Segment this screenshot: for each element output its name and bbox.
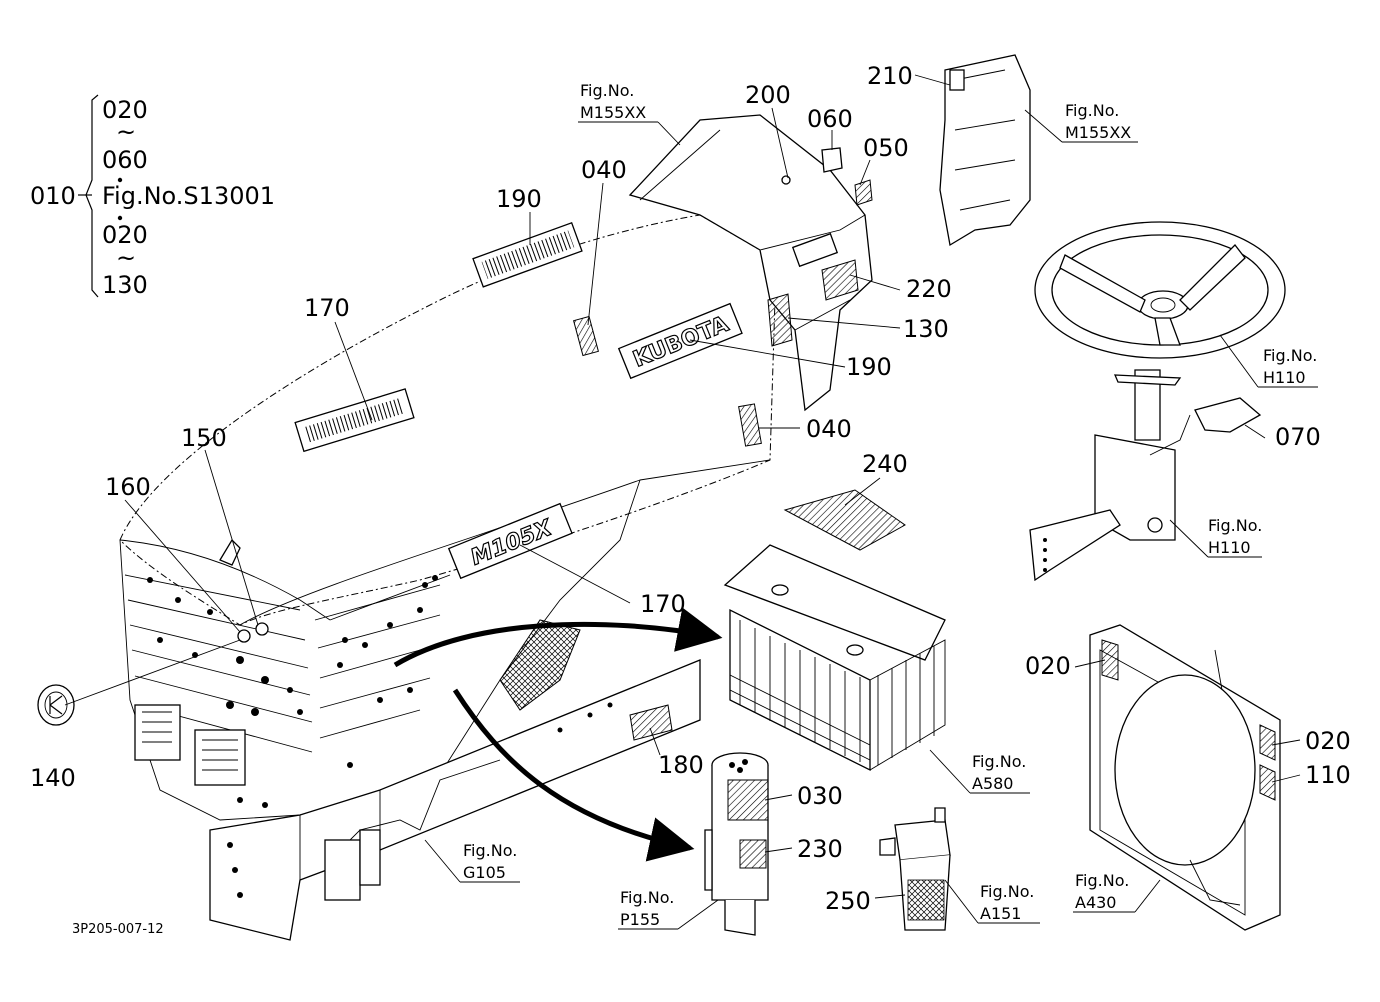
callout-050: 050 (863, 134, 909, 162)
callout-130: 130 (903, 315, 949, 343)
callout-220: 220 (906, 275, 952, 303)
callout-170-top: 170 (304, 294, 350, 322)
panel-210 (939, 54, 1031, 247)
decal-040-lower (738, 403, 762, 447)
fig-ref-g105: G105 (463, 863, 506, 882)
side-vent-mesh (499, 619, 581, 711)
decal-020-right (1259, 724, 1276, 761)
callout-250: 250 (825, 887, 871, 915)
range-start-2: 020 (102, 221, 148, 249)
fig-ref-a151: A151 (980, 904, 1021, 923)
left-headlight (134, 704, 181, 761)
range-start-1: 020 (102, 96, 148, 124)
range-end-1: 060 (102, 146, 148, 174)
component-p155 (704, 752, 769, 936)
callout-070: 070 (1275, 423, 1321, 451)
callout-190-side: 190 (846, 353, 892, 381)
knob-150 (255, 622, 269, 636)
model-decal: M105X (447, 502, 573, 580)
label-230 (739, 839, 767, 869)
fig-ref-h110-a: H110 (1263, 368, 1306, 387)
steering-wheel (1034, 221, 1286, 359)
callout-030: 030 (797, 782, 843, 810)
arrow-to-filter (452, 688, 695, 862)
knob-160 (237, 629, 251, 643)
fig-ref-label: Fig.No. (972, 752, 1026, 771)
part-200 (781, 175, 791, 185)
callout-200: 200 (745, 81, 791, 109)
callout-170-side: 170 (640, 590, 686, 618)
arrow-to-battery (393, 607, 723, 668)
label-030 (727, 779, 769, 821)
figure-references: Fig.No. M155XX Fig.No. M155XX Fig.No. H1… (463, 81, 1317, 929)
callout-150: 150 (181, 424, 227, 452)
range-tilde-1: ~ (116, 118, 136, 146)
range-end-2: 130 (102, 271, 148, 299)
fig-ref-a430: A430 (1075, 893, 1116, 912)
callout-040-top: 040 (581, 156, 627, 184)
radiator-shroud (1089, 624, 1281, 931)
callout-230: 230 (797, 835, 843, 863)
callout-020-right: 020 (1305, 727, 1351, 755)
range-figure-ref: Fig.No.S13001 (102, 182, 275, 210)
callout-140: 140 (30, 764, 76, 792)
drawing-number: 3P205-007-12 (72, 922, 164, 937)
latch (219, 538, 241, 566)
fig-ref-label: Fig.No. (463, 841, 517, 860)
dash-cowl (628, 114, 873, 412)
range-note: 010 020 ~ 060 Fig.No.S13001 020 ~ 130 (30, 94, 275, 299)
right-headlight (194, 729, 246, 786)
battery (723, 489, 946, 772)
fig-ref-m155xx-a: M155XX (580, 103, 646, 122)
callout-180: 180 (658, 751, 704, 779)
fig-ref-label: Fig.No. (580, 81, 634, 100)
fig-ref-label: Fig.No. (620, 888, 674, 907)
decal-040-upper (573, 315, 599, 357)
pedal-070 (1194, 397, 1262, 433)
callout-110: 110 (1305, 761, 1351, 789)
callout-060: 060 (807, 105, 853, 133)
kubota-decal: KUBOTA (617, 302, 743, 380)
component-a151 (879, 807, 951, 931)
fig-ref-a580: A580 (972, 774, 1013, 793)
fig-ref-label: Fig.No. (1263, 346, 1317, 365)
callout-210: 210 (867, 62, 913, 90)
sheet-240 (783, 489, 906, 551)
decal-130 (767, 293, 793, 347)
decal-020-left (1101, 639, 1119, 681)
part-050 (854, 179, 873, 206)
fig-ref-h110-b: H110 (1208, 538, 1251, 557)
callout-020-left: 020 (1025, 652, 1071, 680)
emblem-140 (37, 684, 75, 726)
range-tilde-2: ~ (116, 244, 136, 272)
decal-110 (1259, 764, 1276, 801)
main-part-number: 010 (30, 182, 76, 210)
fig-ref-p155: P155 (620, 910, 660, 929)
callout-160: 160 (105, 473, 151, 501)
callout-040-side: 040 (806, 415, 852, 443)
leader-lines (64, 74, 1318, 930)
callout-190-top: 190 (496, 185, 542, 213)
fig-ref-m155xx-b: M155XX (1065, 123, 1131, 142)
fig-ref-label: Fig.No. (1065, 101, 1119, 120)
callout-240: 240 (862, 450, 908, 478)
part-060 (821, 147, 843, 173)
fig-ref-label: Fig.No. (1208, 516, 1262, 535)
fig-ref-label: Fig.No. (1075, 871, 1129, 890)
steering-column (1029, 369, 1262, 582)
callout-numbers: 200 060 050 210 190 040 170 220 130 190 … (30, 62, 1351, 915)
front-grille (124, 574, 441, 808)
decal-180 (629, 704, 673, 741)
fig-ref-label: Fig.No. (980, 882, 1034, 901)
decal-220 (821, 259, 859, 301)
